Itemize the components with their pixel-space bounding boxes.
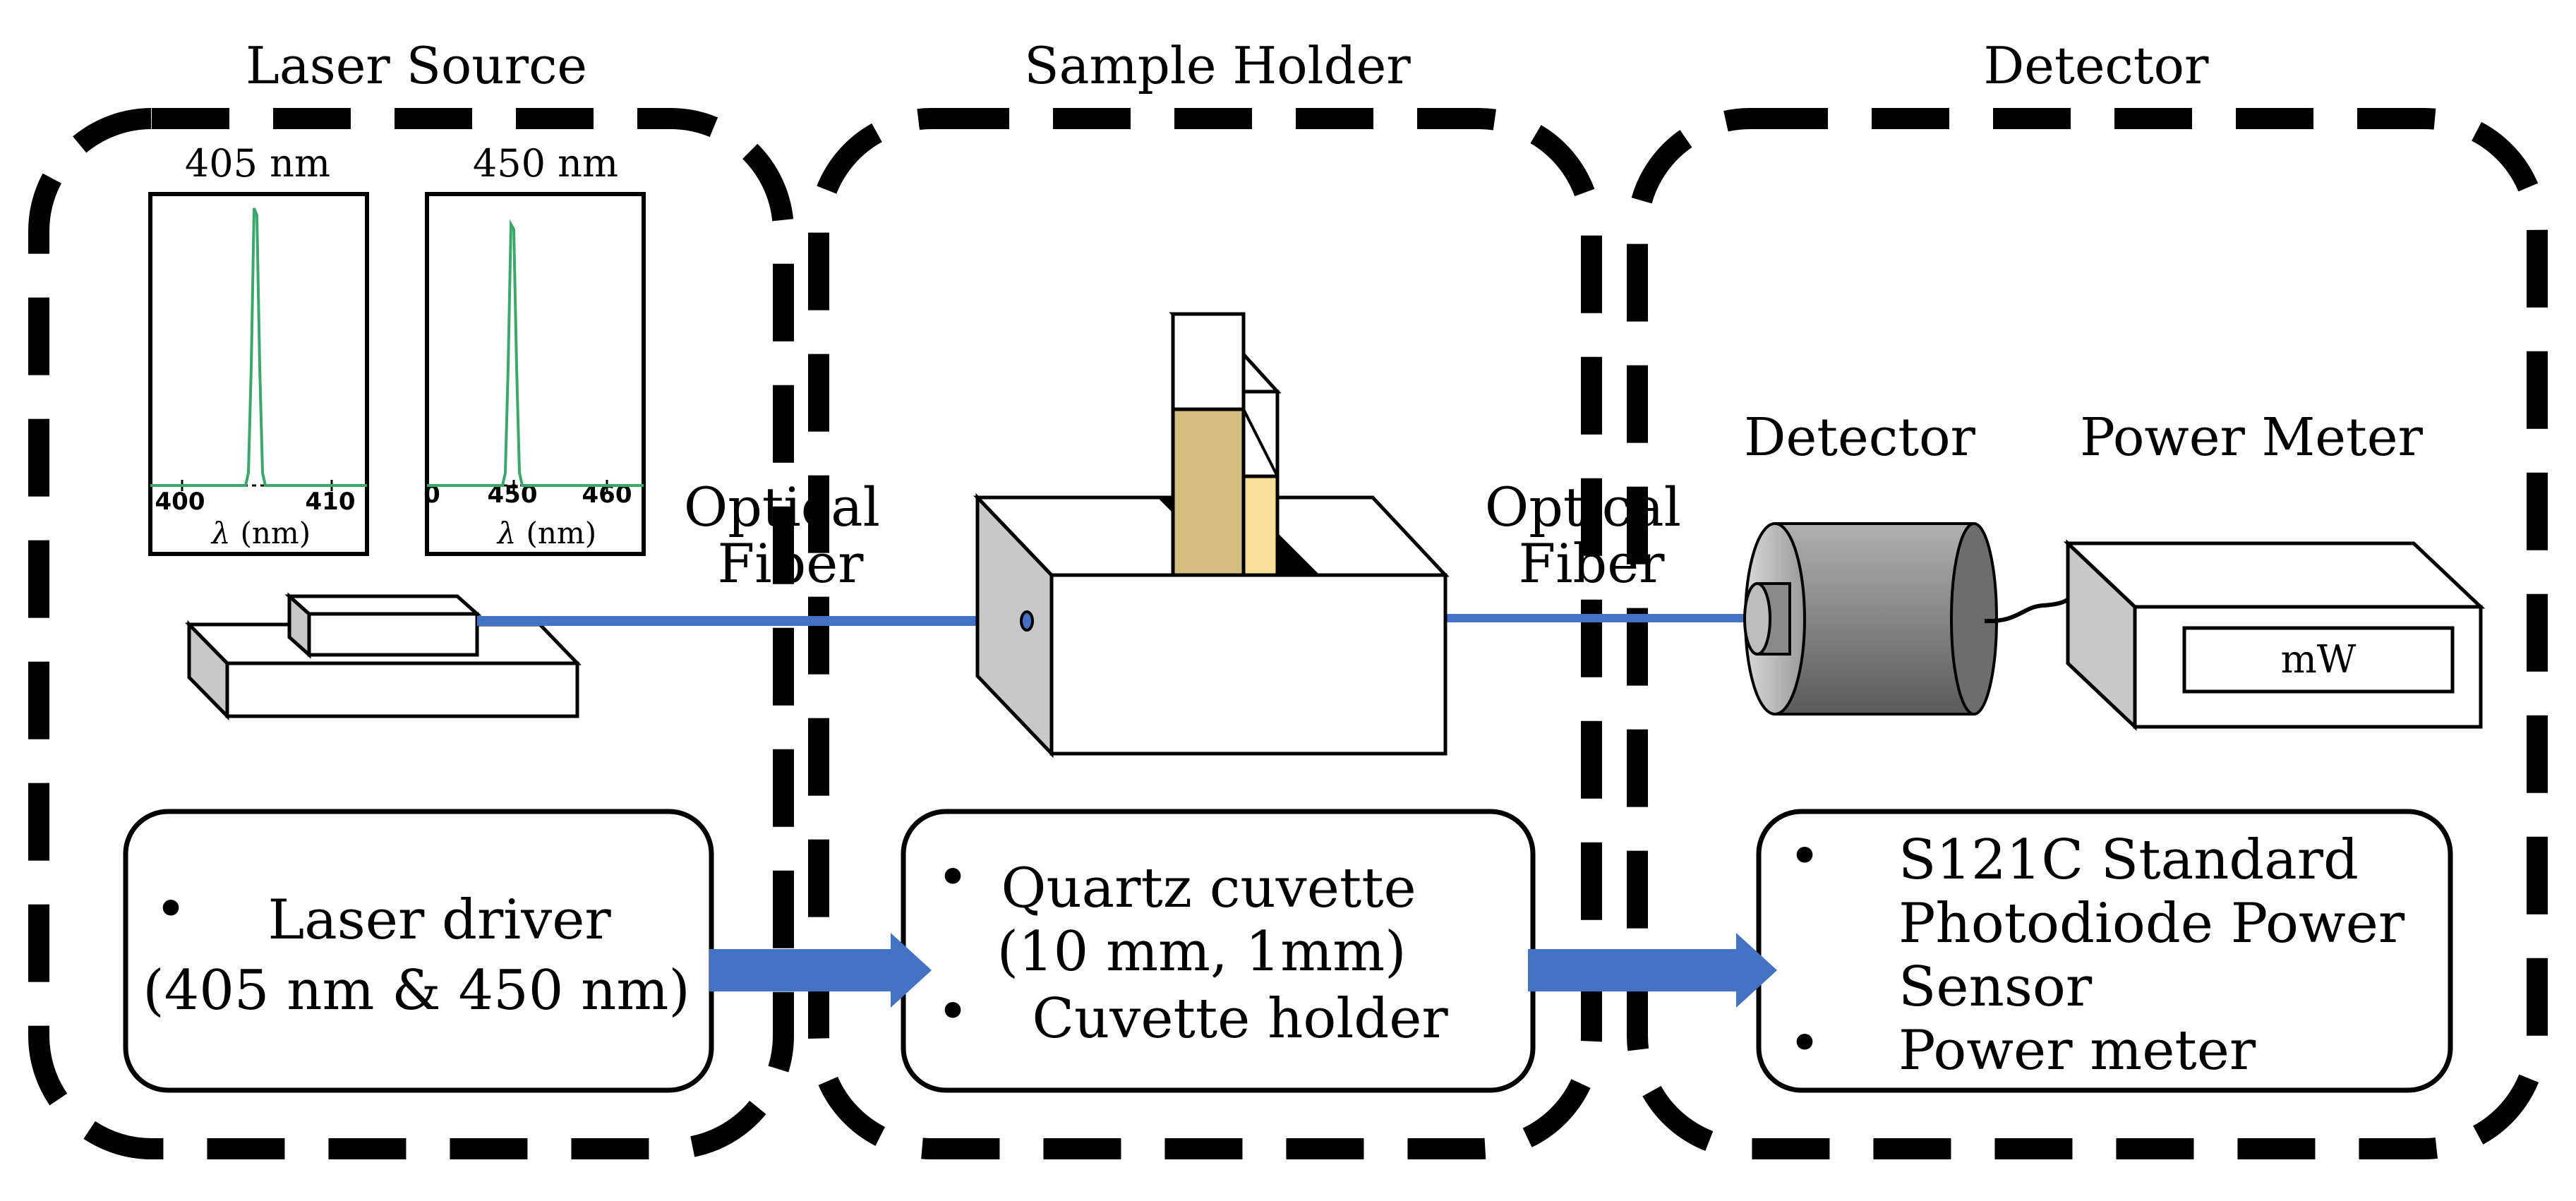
laser-module [185,592,582,721]
spectrum-450-peak-line [427,219,644,487]
cuvette-bullet-2: • [937,980,969,1044]
cuvette-bullet-1: • [937,846,969,910]
cuvette-meniscus [1242,409,1279,477]
cuvette-empty-upper [1171,312,1246,411]
cuvette-text: Quartz cuvette (10 mm, 1mm) Cuvette hold… [997,857,1449,1051]
detector-head [1743,522,1998,716]
sample-holder-region [808,108,1602,1159]
section-title-detector: Detector [1984,36,2209,95]
holder-front [1049,573,1448,756]
laser-driver-bullet: • [155,878,187,941]
spectrum-450-title: 450 nm [473,141,618,186]
power-meter-top [2063,541,2486,609]
detector-back-cap [1950,522,1998,716]
power-meter-label: Power Meter [2080,407,2423,468]
sensor-bullet-1: • [1788,825,1821,888]
section-title-sample-holder: Sample Holder [1024,36,1411,95]
fiber-label-left: Optical Fiber [684,476,897,595]
spectrum-405-peak-line [150,207,367,487]
power-meter-display [2182,626,2455,694]
detector-aperture [1743,582,1771,656]
power-meter: mW [2063,539,2486,731]
section-title-laser-source: Laser Source [246,36,587,95]
laser-driver-text: Laser driver (405 nm & 450 nm) [143,888,690,1022]
spectrum-405: 405 nm 400 410 λ(nm) [148,141,369,556]
laser-source-region [28,108,794,1159]
holder-fiber-port [1020,610,1034,632]
laser-head-front [307,612,479,657]
spectrum-450-frame [425,192,646,556]
detector-region [1627,108,2548,1159]
sensor-box [1756,809,2453,1093]
flow-arrow-sample-to-detector [1528,933,1777,1008]
sensor-bullet-2: • [1788,1012,1821,1075]
sensor-text: S121C Standard Photodiode Power Sensor P… [1898,828,2422,1082]
spectrum-450-tick-label-0: 0 [423,481,440,509]
spectrum-450-xlabel: λ(nm) [496,516,596,550]
laser-base-front [225,661,579,718]
fiber-label-right: Optical Fiber [1485,476,1698,595]
spectrum-405-xlabel: λ(nm) [210,516,311,550]
cuvette-sample-side [1241,474,1280,577]
spectrum-405-tick-label-410: 410 [306,488,356,516]
spectrum-405-title: 405 nm [185,141,330,186]
spectrum-450: 450 nm 0 450 460 λ(nm) [423,141,646,556]
spectrum-405-tick-label-400: 400 [155,488,205,516]
power-meter-unit: mW [2281,637,2357,682]
detector-component-label: Detector [1744,407,1975,468]
cuvette [1169,312,1282,577]
laser-head-top [284,594,482,616]
flow-arrow-laser-to-sample [709,933,932,1008]
cuvette-sample-front [1171,407,1246,577]
